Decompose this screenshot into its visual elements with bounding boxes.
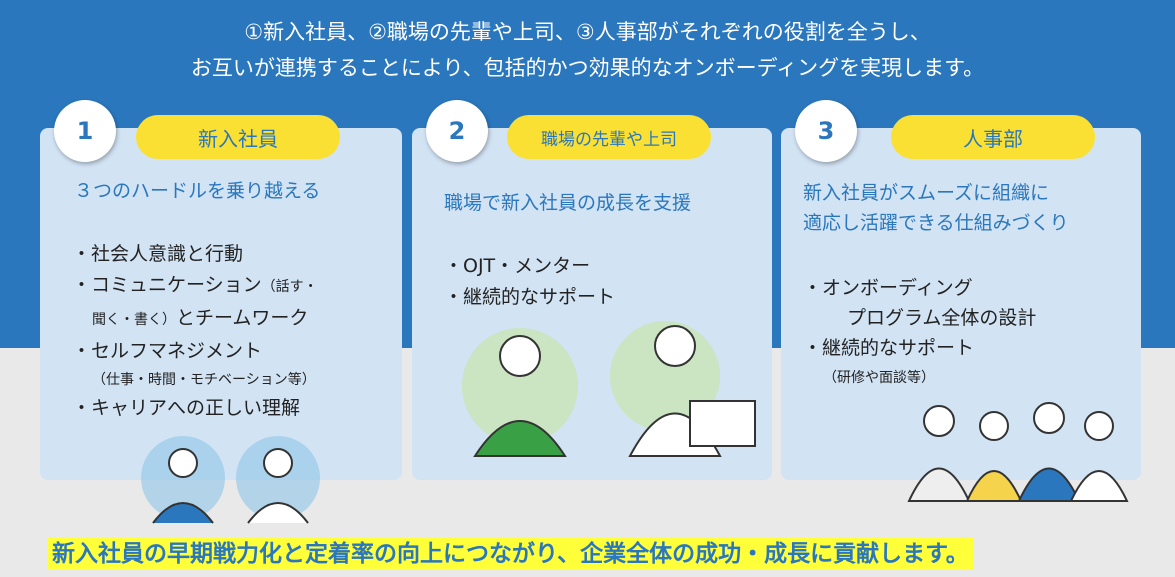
list-item: ・継続的なサポート	[803, 337, 975, 359]
list-item-note: 聞く・書く）	[92, 312, 176, 328]
item-list: ・オンボーディング プログラム全体の設計 ・継続的なサポート （研修や面談等）	[803, 273, 1036, 393]
list-item: ・キャリアへの正しい理解	[72, 397, 301, 419]
list-item: 聞く・書く）とチームワーク	[72, 303, 318, 336]
list-item-note: （仕事・時間・モチベーション等）	[92, 372, 316, 388]
headline: ①新入社員、②職場の先輩や上司、③人事部がそれぞれの役割を全うし、 お互いが連携…	[0, 14, 1175, 86]
subtitle-line: 新入社員がスムーズに組織に	[803, 182, 1050, 204]
item-list: ・OJT・メンター ・継続的なサポート	[444, 251, 615, 313]
list-item: プログラム全体の設計	[847, 307, 1037, 329]
headline-line-2: お互いが連携することにより、包括的かつ効果的なオンボーディングを実現します。	[190, 56, 985, 80]
number-badge: 2	[426, 100, 488, 162]
number-badge: 3	[795, 100, 857, 162]
role-pill: 新入社員	[136, 115, 340, 159]
list-item: ・OJT・メンター	[444, 255, 591, 277]
role-pill: 人事部	[891, 115, 1095, 159]
list-item: ・社会人意識と行動	[72, 243, 244, 265]
list-item-text: とチームワーク	[176, 307, 309, 329]
headline-line-1: ①新入社員、②職場の先輩や上司、③人事部がそれぞれの役割を全うし、	[244, 20, 931, 44]
card-subtitle: 新入社員がスムーズに組織に 適応し活躍できる仕組みづくり	[803, 178, 1069, 238]
list-item-text: ・コミュニケーション	[72, 274, 262, 296]
list-item-note: （研修や面談等）	[823, 370, 935, 386]
list-item: ・継続的なサポート	[444, 286, 616, 308]
list-item-note: （話す・	[261, 279, 318, 295]
number-badge: 1	[54, 100, 116, 162]
list-item: ・オンボーディング	[803, 277, 973, 299]
list-item: ・コミュニケーション（話す・	[72, 270, 318, 303]
card-subtitle: 職場で新入社員の成長を支援	[444, 192, 692, 214]
list-item: ・セルフマネジメント	[72, 340, 263, 362]
mentor-and-colleague-illustration	[462, 321, 756, 457]
footer-conclusion: 新入社員の早期戦力化と定着率の向上につながり、企業全体の成功・成長に貢献します。	[48, 538, 973, 570]
card-new-employee: 1 新入社員 ３つのハードルを乗り越える ・社会人意識と行動 ・コミュニケーショ…	[40, 100, 402, 524]
subtitle-line: 適応し活躍できる仕組みづくり	[803, 212, 1069, 234]
celebrating-employees-illustration	[141, 436, 320, 524]
item-list: ・社会人意識と行動 ・コミュニケーション（話す・ 聞く・書く）とチームワーク ・…	[72, 239, 318, 424]
card-subtitle: ３つのハードルを乗り越える	[74, 180, 321, 202]
role-pill: 職場の先輩や上司	[507, 115, 711, 159]
card-hr-department: 3 人事部 新入社員がスムーズに組織に 適応し活躍できる仕組みづくり ・オンボー…	[781, 100, 1141, 502]
card-senior-manager: 2 職場の先輩や上司 職場で新入社員の成長を支援 ・OJT・メンター ・継続的な…	[412, 100, 772, 480]
team-meeting-illustration	[907, 402, 1129, 502]
